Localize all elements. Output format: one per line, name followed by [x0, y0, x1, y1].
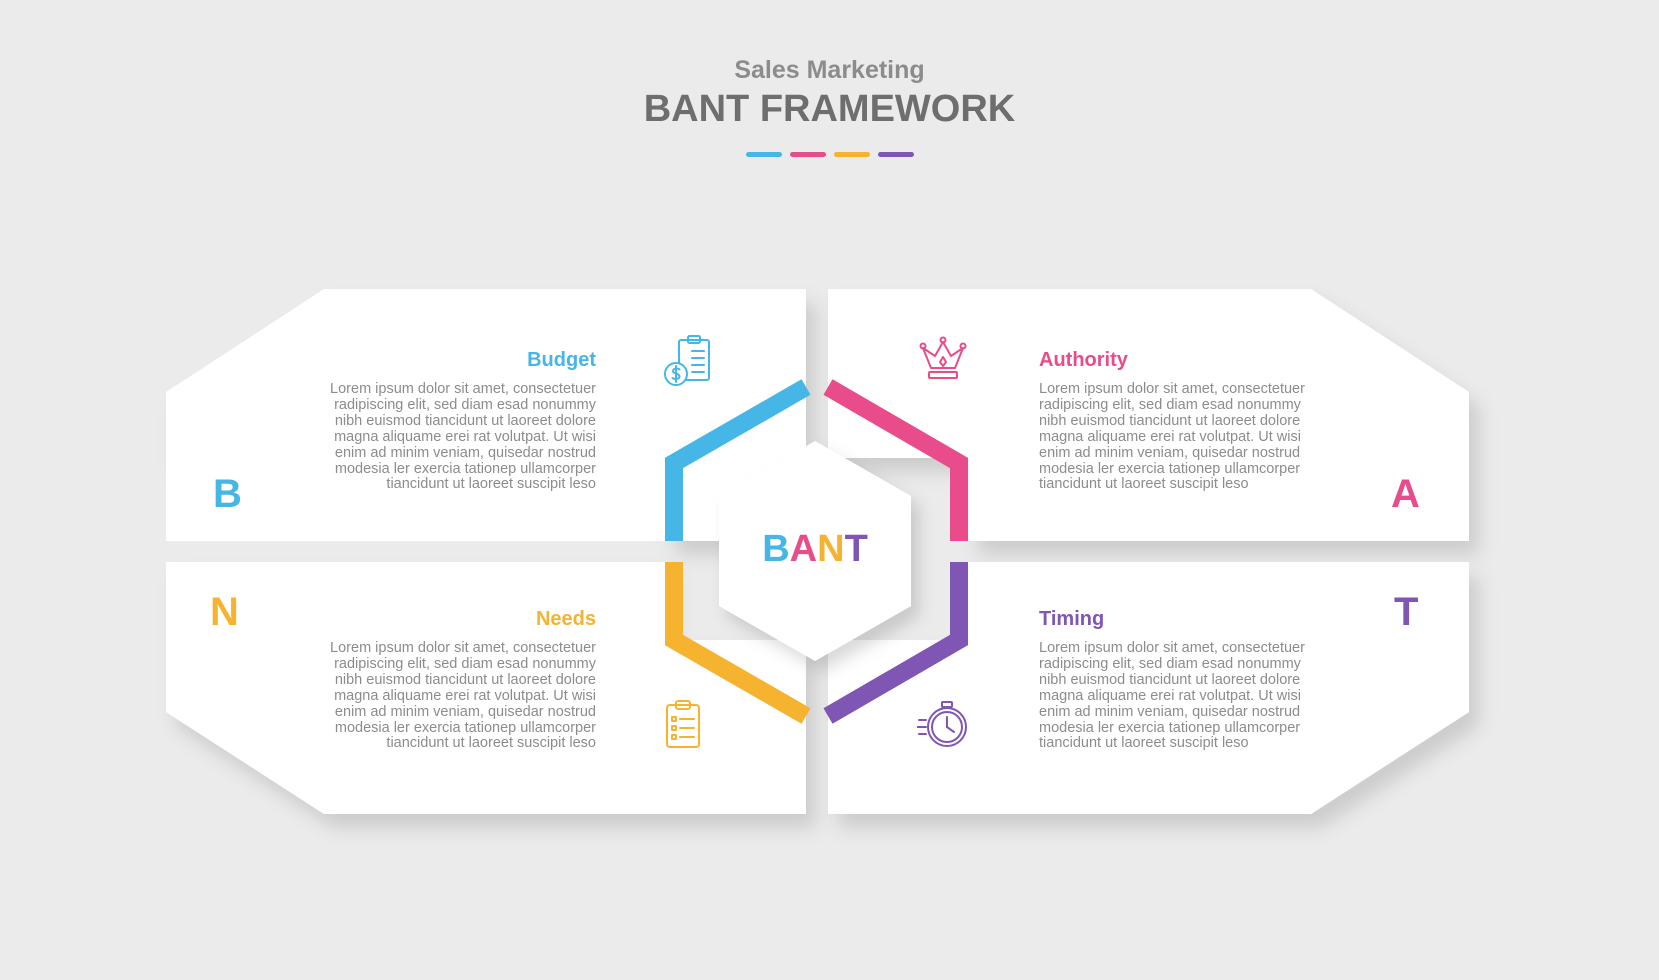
- accent-dash-needs: [834, 152, 870, 157]
- accent-dash-budget: [746, 152, 782, 157]
- authority-line: enim ad minim veniam, quisedar nostrud: [1039, 444, 1301, 461]
- budget-heading: Budget: [527, 349, 596, 371]
- timing-line: nibh euismod tiancidunt ut laoreet dolor…: [1039, 671, 1301, 688]
- stopwatch-icon: [916, 698, 973, 754]
- center-letter-a: A: [789, 528, 818, 570]
- authority-line: magna aliquame erei rat volutpat. Ut wis…: [1039, 428, 1301, 445]
- budget-line: nibh euismod tiancidunt ut laoreet dolor…: [334, 412, 596, 429]
- timing-heading: Timing: [1039, 608, 1105, 630]
- budget-letter: B: [213, 472, 242, 516]
- authority-description: Lorem ipsum dolor sit amet, consectetuer…: [1039, 381, 1329, 493]
- timing-line: tiancidunt ut laoreet suscipit leso: [1039, 735, 1249, 752]
- timing-line: modesia ler exercia tationep ullamcorper: [1039, 719, 1301, 736]
- center-letter-n: N: [817, 528, 845, 570]
- budget-description: Lorem ipsum dolor sit amet, consectetuer…: [306, 381, 596, 493]
- crown-icon: [915, 334, 971, 390]
- title-accent-dashes: [746, 152, 916, 158]
- page-title: BANT FRAMEWORK: [643, 88, 1016, 130]
- timing-description: Lorem ipsum dolor sit amet, consectetuer…: [1039, 640, 1329, 752]
- needs-description: Lorem ipsum dolor sit amet, consectetuer…: [306, 640, 596, 752]
- card-authority: [828, 289, 1469, 541]
- authority-line: Lorem ipsum dolor sit amet, consectetuer: [1039, 381, 1305, 397]
- center-letter-b: B: [762, 528, 790, 570]
- ring-segment-timing: [823, 562, 968, 724]
- center-letter-t: T: [844, 528, 868, 570]
- needs-heading: Needs: [535, 608, 596, 630]
- subtitle: Sales Marketing: [734, 56, 925, 84]
- ring-segment-needs: [665, 562, 811, 724]
- needs-letter: N: [210, 590, 239, 634]
- budget-line: modesia ler exercia tationep ullamcorper: [334, 460, 596, 477]
- needs-line: nibh euismod tiancidunt ut laoreet dolor…: [334, 671, 596, 688]
- budget-line: magna aliquame erei rat volutpat. Ut wis…: [334, 428, 596, 445]
- accent-dash-authority: [790, 152, 826, 157]
- timing-line: radipiscing elit, sed diam esad nonummy: [1039, 655, 1301, 672]
- authority-heading: Authority: [1039, 349, 1128, 371]
- timing-letter: T: [1394, 590, 1419, 634]
- timing-line: enim ad minim veniam, quisedar nostrud: [1039, 703, 1301, 720]
- needs-line: modesia ler exercia tationep ullamcorper: [334, 719, 596, 736]
- accent-dash-timing: [878, 152, 914, 157]
- card-timing: [828, 562, 1469, 814]
- card-budget-bottom: [166, 392, 666, 541]
- needs-line: Lorem ipsum dolor sit amet, consectetuer: [330, 640, 596, 656]
- authority-line: modesia ler exercia tationep ullamcorper: [1039, 460, 1301, 477]
- authority-line: radipiscing elit, sed diam esad nonummy: [1039, 396, 1301, 413]
- budget-line: tiancidunt ut laoreet suscipit leso: [386, 476, 596, 493]
- card-needs: [166, 562, 806, 814]
- budget-line: enim ad minim veniam, quisedar nostrud: [334, 444, 596, 461]
- needs-line: magna aliquame erei rat volutpat. Ut wis…: [334, 687, 596, 704]
- budget-line: radipiscing elit, sed diam esad nonummy: [334, 396, 596, 413]
- ring-segment-budget: [665, 379, 811, 541]
- budget-line: Lorem ipsum dolor sit amet, consectetuer: [330, 381, 596, 397]
- needs-line: tiancidunt ut laoreet suscipit leso: [386, 735, 596, 752]
- budget-document-dollar-icon: [662, 334, 718, 390]
- needs-line: radipiscing elit, sed diam esad nonummy: [334, 655, 596, 672]
- authority-line: tiancidunt ut laoreet suscipit leso: [1039, 476, 1249, 493]
- timing-line: magna aliquame erei rat volutpat. Ut wis…: [1039, 687, 1301, 704]
- center-bant-label: BANT: [715, 528, 915, 571]
- center-hexagon: [719, 441, 911, 661]
- timing-line: Lorem ipsum dolor sit amet, consectetuer: [1039, 640, 1305, 656]
- clipboard-checklist-icon: [655, 697, 711, 753]
- authority-letter: A: [1391, 472, 1420, 516]
- needs-line: enim ad minim veniam, quisedar nostrud: [334, 703, 596, 720]
- ring-segment-authority: [823, 379, 968, 541]
- authority-line: nibh euismod tiancidunt ut laoreet dolor…: [1039, 412, 1301, 429]
